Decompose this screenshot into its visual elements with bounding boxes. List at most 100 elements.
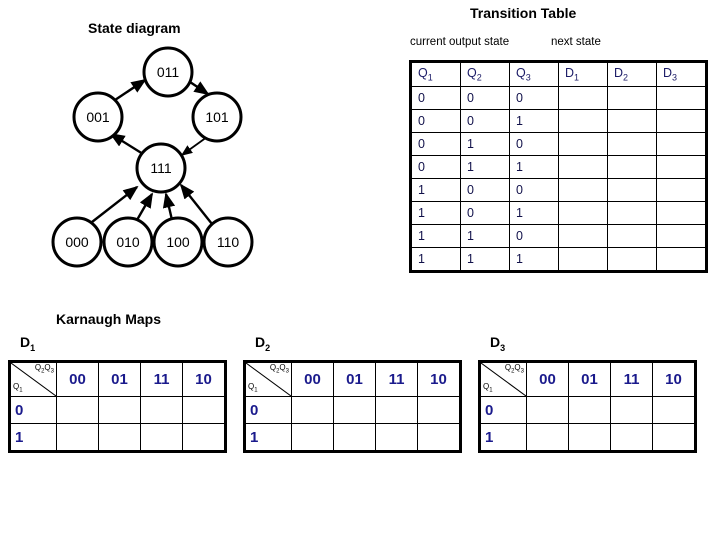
cell-q2-r6: 0 (460, 201, 510, 225)
cell-d2-r5[interactable] (607, 178, 657, 202)
state-node-000[interactable]: 000 (51, 216, 103, 268)
state-node-label: 011 (157, 64, 180, 80)
kmap-cell-0-11[interactable] (375, 396, 418, 424)
cell-q1-r3: 0 (410, 132, 461, 156)
cell-d1-r3[interactable] (558, 132, 608, 156)
state-node-label: 110 (217, 234, 240, 250)
kmap-cell-0-01[interactable] (568, 396, 611, 424)
kmap-cell-1-10[interactable] (417, 423, 461, 452)
cell-d2-r1[interactable] (607, 86, 657, 110)
kmap-cell-0-11[interactable] (140, 396, 183, 424)
cell-q3-r2: 1 (509, 109, 559, 133)
kmap-cell-1-01[interactable] (333, 423, 376, 452)
cell-d1-r1[interactable] (558, 86, 608, 110)
cell-d3-r5[interactable] (656, 178, 707, 202)
kmap-cell-1-11[interactable] (610, 423, 653, 452)
kmap-col-header-01: 01 (568, 361, 611, 397)
edge-110-to-111 (179, 183, 213, 225)
cell-d1-r4[interactable] (558, 155, 608, 179)
kmap-d3-label: D3 (490, 334, 505, 353)
header-q1: Q1 (410, 61, 461, 87)
cell-d1-r8[interactable] (558, 247, 608, 272)
cell-d1-r6[interactable] (558, 201, 608, 225)
header-d2: D2 (607, 61, 657, 87)
cell-q2-r1: 0 (460, 86, 510, 110)
kmap-cell-1-11[interactable] (375, 423, 418, 452)
cell-q3-r7: 0 (509, 224, 559, 248)
cell-d3-r1[interactable] (656, 86, 707, 110)
edge-001-to-011 (114, 78, 147, 101)
cell-d2-r7[interactable] (607, 224, 657, 248)
state-node-101[interactable]: 101 (191, 91, 243, 143)
kmap-cell-0-10[interactable] (652, 396, 696, 424)
kmap-corner-bottom-label: Q1 (483, 382, 493, 394)
cell-d3-r8[interactable] (656, 247, 707, 272)
cell-d2-r4[interactable] (607, 155, 657, 179)
header-sub: 2 (476, 72, 482, 83)
cell-d1-r2[interactable] (558, 109, 608, 133)
kmap-cell-1-00[interactable] (291, 423, 334, 452)
kmap-cell-1-10[interactable] (182, 423, 226, 452)
state-node-110[interactable]: 110 (202, 216, 254, 268)
state-node-011[interactable]: 011 (142, 46, 194, 98)
state-node-100[interactable]: 100 (152, 216, 204, 268)
cell-q3-r5: 0 (509, 178, 559, 202)
diagonal-divider-icon (246, 363, 291, 396)
kmap-cell-0-11[interactable] (610, 396, 653, 424)
kmap-row-header-1: 1 (479, 423, 527, 452)
header-base: Q (467, 66, 477, 81)
edge-011-to-101 (189, 81, 210, 96)
kmap-cell-0-00[interactable] (291, 396, 334, 424)
cell-d1-r5[interactable] (558, 178, 608, 202)
kmap-cell-0-01[interactable] (98, 396, 141, 424)
cell-d2-r3[interactable] (607, 132, 657, 156)
cell-d3-r4[interactable] (656, 155, 707, 179)
kmap-cell-1-01[interactable] (98, 423, 141, 452)
kmap-row-header-1: 1 (9, 423, 57, 452)
kmap-cell-1-01[interactable] (568, 423, 611, 452)
state-node-010[interactable]: 010 (102, 216, 154, 268)
kmap-cell-0-00[interactable] (56, 396, 99, 424)
kmap-cell-0-01[interactable] (333, 396, 376, 424)
cell-q3-r1: 0 (509, 86, 559, 110)
state-node-001[interactable]: 001 (72, 91, 124, 143)
kmap-cell-0-00[interactable] (526, 396, 569, 424)
cell-q1-r1: 0 (410, 86, 461, 110)
kmap-cell-1-00[interactable] (56, 423, 99, 452)
state-node-111[interactable]: 111 (135, 142, 187, 194)
cell-d1-r7[interactable] (558, 224, 608, 248)
kmap-cell-1-11[interactable] (140, 423, 183, 452)
kmap-row-header-0: 0 (479, 396, 527, 424)
kmap-row: 0 (244, 396, 461, 424)
cell-d2-r8[interactable] (607, 247, 657, 272)
kmap-col-header-11: 11 (375, 361, 418, 397)
kmap-cell-1-00[interactable] (526, 423, 569, 452)
kmap-cell-1-10[interactable] (652, 423, 696, 452)
kmap-cell-0-10[interactable] (417, 396, 461, 424)
kmap-col-header-10: 10 (417, 361, 461, 397)
cell-d3-r3[interactable] (656, 132, 707, 156)
kmap-cell-0-10[interactable] (182, 396, 226, 424)
transition-table-group-current: current output state (410, 36, 510, 48)
header-base: Q (418, 66, 428, 81)
header-base: D (663, 66, 673, 81)
cell-d3-r2[interactable] (656, 109, 707, 133)
kmap-row: 0 (479, 396, 696, 424)
cell-d2-r2[interactable] (607, 109, 657, 133)
cell-d2-r6[interactable] (607, 201, 657, 225)
kmap-col-header-11: 11 (610, 361, 653, 397)
cell-d3-r7[interactable] (656, 224, 707, 248)
header-sub: 2 (623, 72, 629, 83)
cell-q2-r3: 1 (460, 132, 510, 156)
header-base: Q (516, 66, 526, 81)
edge-000-to-111 (91, 185, 139, 223)
edge-010-to-111 (135, 192, 154, 221)
cell-d3-r6[interactable] (656, 201, 707, 225)
